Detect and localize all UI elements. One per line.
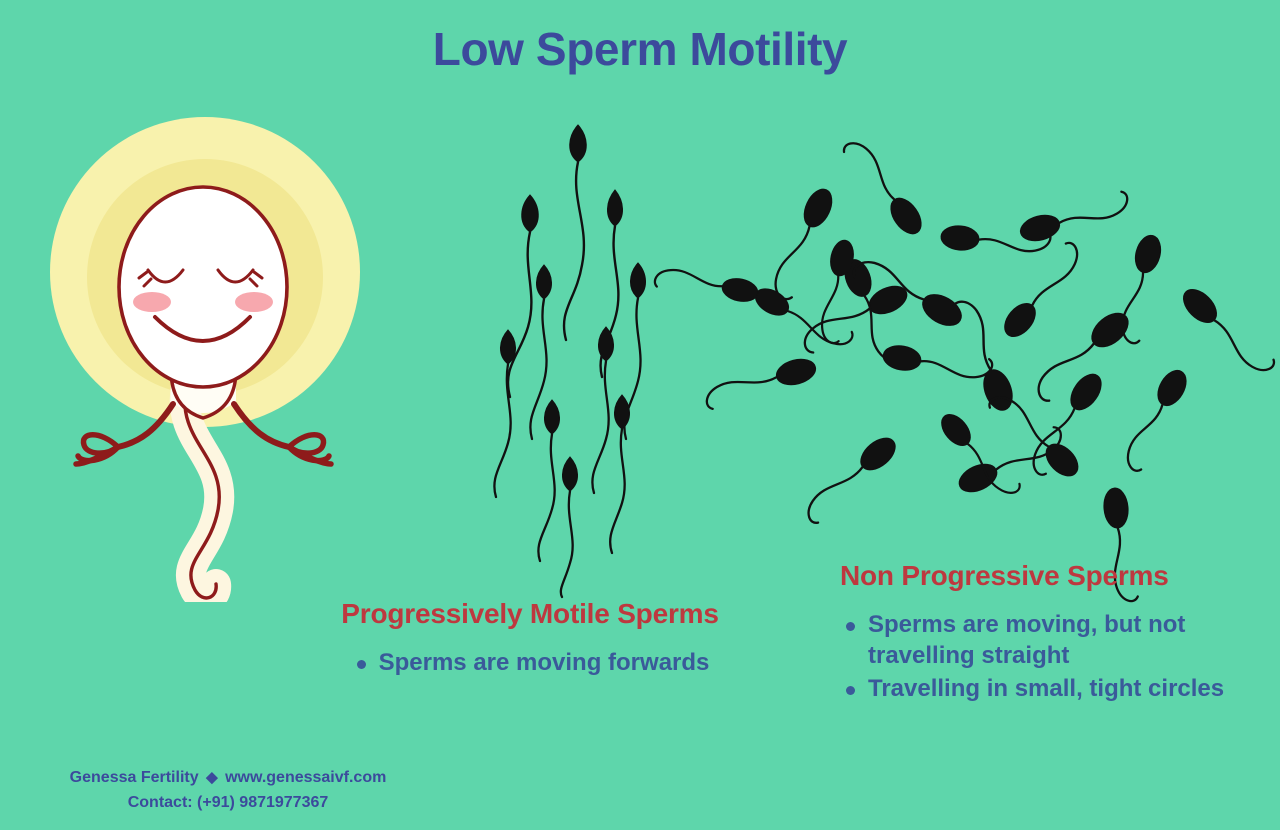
- list-item: Travelling in small, tight circles: [840, 674, 1260, 705]
- right-arm: [231, 401, 292, 450]
- sperm-random: [1019, 190, 1129, 242]
- mascot-arms: [115, 401, 292, 450]
- page-title: Low Sperm Motility: [432, 23, 848, 75]
- sperm-random: [653, 269, 759, 302]
- non-progressive-heading: Non Progressive Sperms: [840, 560, 1169, 591]
- sperm-forward: [529, 264, 552, 441]
- sperm-random: [1032, 373, 1102, 476]
- mascot-tail: [169, 372, 235, 602]
- progressive-bullet-list: Sperms are moving forwards: [351, 648, 709, 681]
- sperm-random: [941, 414, 1021, 494]
- left-arm: [115, 401, 176, 450]
- sperm-random: [940, 225, 1052, 253]
- left-hand-mudra: [73, 432, 123, 467]
- sperm-forward: [591, 326, 614, 495]
- sperm-random: [807, 437, 896, 524]
- sperm-random: [774, 188, 833, 301]
- sperm-random: [842, 142, 922, 235]
- progressive-heading: Progressively Motile Sperms: [341, 598, 719, 629]
- mascot-hands: [73, 432, 334, 467]
- footer-brand-line: Genessa Fertility ◆ www.genessaivf.com: [18, 765, 438, 791]
- sperm-forward: [506, 194, 539, 399]
- sperm-random: [1126, 369, 1187, 472]
- sperm-forward: [493, 329, 516, 499]
- sperm-forward: [559, 456, 578, 599]
- progressive-section: Progressively Motile Sperms Sperms are m…: [250, 598, 810, 681]
- sperm-forward: [599, 189, 623, 379]
- sperm-forward: [562, 124, 587, 342]
- sperm-random: [1037, 312, 1129, 402]
- sperm-random: [1004, 241, 1079, 337]
- mascot-cheeks: [133, 292, 273, 312]
- list-item: Sperms are moving forwards: [351, 648, 709, 679]
- sperm-random: [1183, 289, 1276, 372]
- footer: Genessa Fertility ◆ www.genessaivf.com C…: [18, 765, 438, 816]
- mascot-illustration: [40, 112, 380, 602]
- sperm-random: [882, 345, 994, 379]
- non-progressive-section: Non Progressive Sperms Sperms are moving…: [840, 560, 1260, 706]
- list-item: Sperms are moving, but not travelling st…: [840, 610, 1260, 671]
- smile-icon: [153, 315, 252, 343]
- left-eye-closed-icon: [146, 268, 185, 284]
- brand-name: Genessa Fertility: [69, 768, 199, 786]
- progressive-sperm-illustration: [470, 105, 700, 599]
- website-link[interactable]: www.genessaivf.com: [225, 768, 387, 786]
- footer-contact-line: Contact: (+91) 9871977367: [127, 794, 329, 812]
- sperm-random: [852, 260, 962, 326]
- mascot-head: [117, 185, 289, 389]
- diamond-separator-icon: ◆: [206, 768, 218, 786]
- sperm-random: [821, 239, 854, 345]
- sperm-random: [988, 396, 1079, 477]
- mascot-face: [137, 268, 264, 343]
- non-progressive-sperm-illustration: [653, 130, 1276, 603]
- sperm-random: [1103, 487, 1139, 603]
- right-hand-mudra: [284, 432, 334, 467]
- sperm-forward: [609, 394, 630, 555]
- non-progressive-bullet-list: Sperms are moving, but not travelling st…: [840, 610, 1260, 704]
- right-eye-closed-icon: [216, 268, 255, 284]
- sperm-random: [705, 358, 817, 410]
- sperm-forward: [537, 399, 560, 563]
